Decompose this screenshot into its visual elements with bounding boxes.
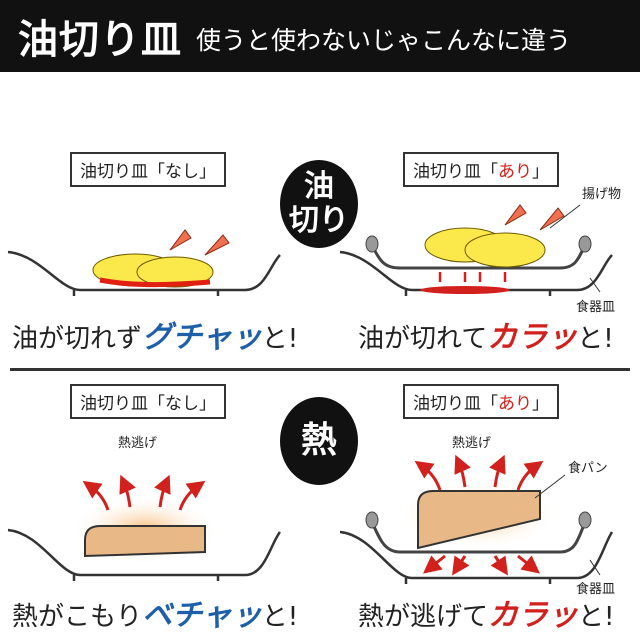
caption-with-rack: 熱が逃げてカラッと!: [358, 590, 614, 634]
heat-arrows-icon: [82, 474, 206, 511]
label-value: なし: [165, 394, 199, 414]
caption-text: 油が切れず: [12, 324, 143, 354]
caption-emphasis: ベチャッ: [142, 598, 262, 633]
badge-text: 熱: [300, 420, 337, 461]
label-text: 」: [532, 394, 549, 414]
callout-line: [534, 474, 601, 576]
oil-drain-rack-icon: [365, 511, 592, 554]
plate-icon: [7, 250, 281, 296]
header-banner: 油切り皿 使うと使わないじゃこんなに違う: [0, 0, 640, 72]
caption-text: 熱が逃げて: [358, 602, 489, 632]
label-without-rack: 油切り皿「なし」: [70, 384, 226, 419]
caption-text: 熱がこもり: [12, 602, 143, 632]
label-text: 油切り皿「: [413, 162, 498, 182]
toast-bread-icon: [84, 525, 206, 558]
callout-plate: 食器皿: [576, 300, 616, 315]
caption-text: と!: [577, 324, 614, 354]
section-divider: [10, 368, 630, 371]
heat-badge: 熱: [280, 397, 358, 485]
caption-without-rack: 熱がこもりベチャッと!: [12, 590, 298, 634]
heat-arrows-icon: [414, 454, 544, 576]
caption-emphasis: カラッ: [487, 320, 578, 355]
label-text: 油切り皿「: [80, 394, 165, 414]
label-with-rack: 油切り皿「あり」: [403, 152, 559, 187]
caption-text: と!: [261, 324, 299, 354]
caption-without-rack: 油が切れずグチャッと!: [12, 312, 298, 356]
caption-with-rack: 油が切れてカラッと!: [358, 312, 614, 356]
caption-emphasis: グチャッ: [142, 320, 262, 355]
plate-icon: [339, 250, 613, 296]
oil-drain-rack-icon: [365, 235, 592, 270]
oil-drops-icon: [420, 272, 510, 294]
page-subtitle: 使うと使わないじゃこんなに違う: [196, 26, 572, 55]
label-without-rack: 油切り皿「なし」: [70, 152, 226, 187]
caption-text: と!: [261, 602, 299, 632]
plate-icon: [7, 528, 282, 581]
caption-emphasis: カラッ: [488, 598, 579, 633]
oil-drain-badge: 油切り: [280, 160, 358, 248]
badge-text: 油: [304, 169, 334, 204]
caption-text: 油が切れて: [358, 324, 488, 354]
toast-bread-icon: [417, 490, 541, 550]
label-value: あり: [498, 162, 532, 182]
label-text: 油切り皿「: [80, 162, 165, 182]
label-text: 油切り皿「: [413, 394, 498, 414]
heat-escape-label: 熱逃げ: [452, 436, 492, 451]
callout-line: [549, 204, 601, 293]
fried-shrimp-icon: [424, 204, 565, 268]
callout-plate: 食器皿: [576, 582, 616, 597]
plate-icon: [339, 530, 614, 584]
heat-escape-label: 熱逃げ: [118, 436, 158, 451]
caption-text: と!: [578, 602, 615, 632]
label-text: 」: [199, 394, 216, 414]
label-value: あり: [498, 394, 532, 414]
page-title: 油切り皿: [18, 17, 182, 63]
callout-bread: 食パン: [568, 461, 608, 476]
callout-fried-food: 揚げ物: [582, 187, 622, 202]
fried-shrimp-icon: [92, 229, 230, 288]
label-text: 」: [532, 162, 549, 182]
badge-text: 切り: [289, 203, 349, 238]
label-value: なし: [165, 162, 199, 182]
label-text: 」: [199, 162, 216, 182]
label-with-rack: 油切り皿「あり」: [403, 384, 559, 419]
